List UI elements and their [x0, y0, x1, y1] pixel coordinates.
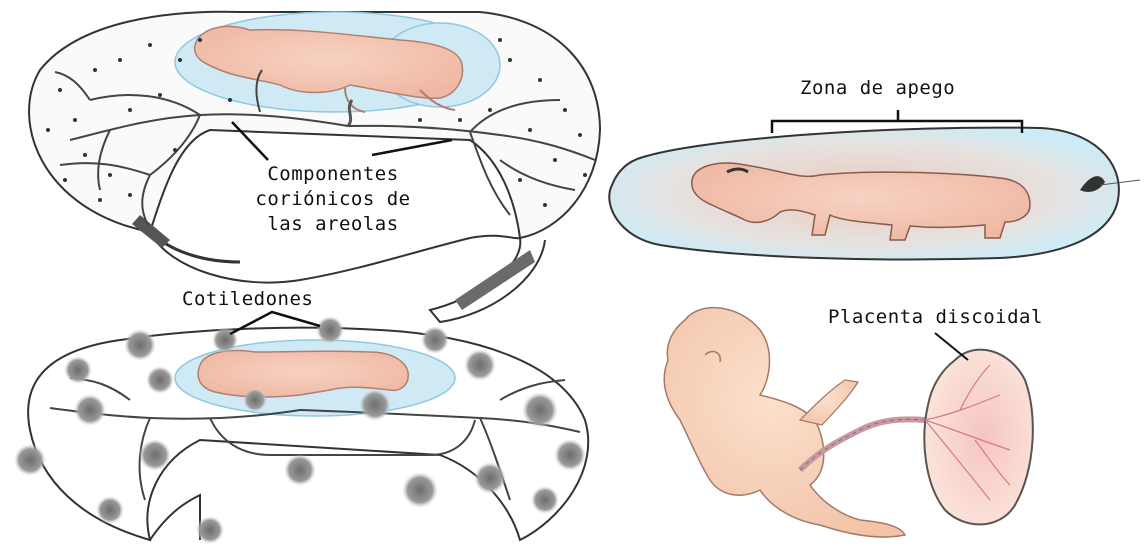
label-chorionic-line-3: las areolas: [218, 212, 448, 237]
label-discoid-placenta: Placenta discoidal: [828, 305, 1043, 330]
discoid-placenta-drawing: [664, 308, 1033, 537]
cotyledonary-placenta-drawing: [14, 312, 588, 544]
label-cotyledons: Cotiledones: [182, 287, 313, 312]
label-attachment-zone: Zona de apego: [800, 76, 955, 101]
label-chorionic-components: Componentes coriónicos de las areolas: [218, 162, 448, 237]
label-chorionic-line-1: Componentes: [218, 162, 448, 187]
label-chorionic-line-2: coriónicos de: [218, 187, 448, 212]
zonary-placenta-drawing: [609, 110, 1140, 259]
